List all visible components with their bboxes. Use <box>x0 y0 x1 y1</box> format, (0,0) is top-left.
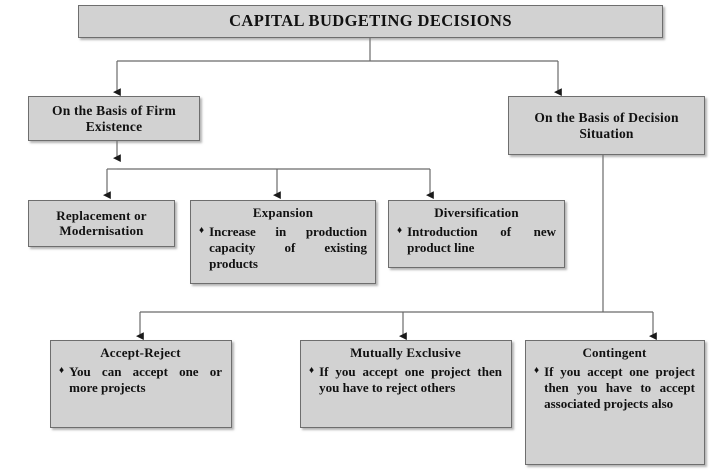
diamond-bullet-icon: ♦ <box>397 224 403 236</box>
diamond-bullet-icon: ♦ <box>59 364 65 376</box>
bullet-item: ♦ Introduction of new product line <box>397 224 556 257</box>
node-title: Contingent <box>582 345 647 360</box>
node-diversification: Diversification ♦ Introduction of new pr… <box>388 200 565 268</box>
node-title: Diversification <box>434 205 519 220</box>
node-basis-of-decision-situation: On the Basis of Decision Situation <box>508 96 705 155</box>
node-title: Accept-Reject <box>100 345 181 360</box>
node-title: Expansion <box>252 205 314 220</box>
bullet-item: ♦ You can accept one or more projects <box>59 364 222 397</box>
node-title: CAPITAL BUDGETING DECISIONS <box>229 11 512 31</box>
bullet-item: ♦ If you accept one project then you hav… <box>534 364 695 413</box>
node-capital-budgeting-decisions: CAPITAL BUDGETING DECISIONS <box>78 5 663 38</box>
node-title: On the Basis of Firm Existence <box>52 103 176 134</box>
diamond-bullet-icon: ♦ <box>534 364 540 376</box>
bullet-text: Increase in production capacity of exist… <box>209 223 367 272</box>
node-basis-of-firm-existence: On the Basis of Firm Existence <box>28 96 200 141</box>
bullet-item: ♦ Increase in production capacity of exi… <box>199 224 367 273</box>
node-expansion: Expansion ♦ Increase in production capac… <box>190 200 376 284</box>
bullet-text: You can accept one or more projects <box>69 363 222 395</box>
node-mutually-exclusive: Mutually Exclusive ♦ If you accept one p… <box>300 340 512 428</box>
bullet-text: If you accept one project then you have … <box>544 363 695 412</box>
diamond-bullet-icon: ♦ <box>199 224 205 236</box>
node-replacement-or-modernisation: Replacement or Modernisation <box>28 200 175 247</box>
bullet-text: Introduction of new product line <box>407 223 556 255</box>
node-title: On the Basis of Decision Situation <box>534 110 679 141</box>
node-accept-reject: Accept-Reject ♦ You can accept one or mo… <box>50 340 232 428</box>
bullet-text: If you accept one project then you have … <box>319 363 502 395</box>
diamond-bullet-icon: ♦ <box>309 364 315 376</box>
node-contingent: Contingent ♦ If you accept one project t… <box>525 340 705 465</box>
node-title: Mutually Exclusive <box>350 345 461 360</box>
bullet-item: ♦ If you accept one project then you hav… <box>309 364 502 397</box>
node-title: Replacement or Modernisation <box>56 207 147 238</box>
